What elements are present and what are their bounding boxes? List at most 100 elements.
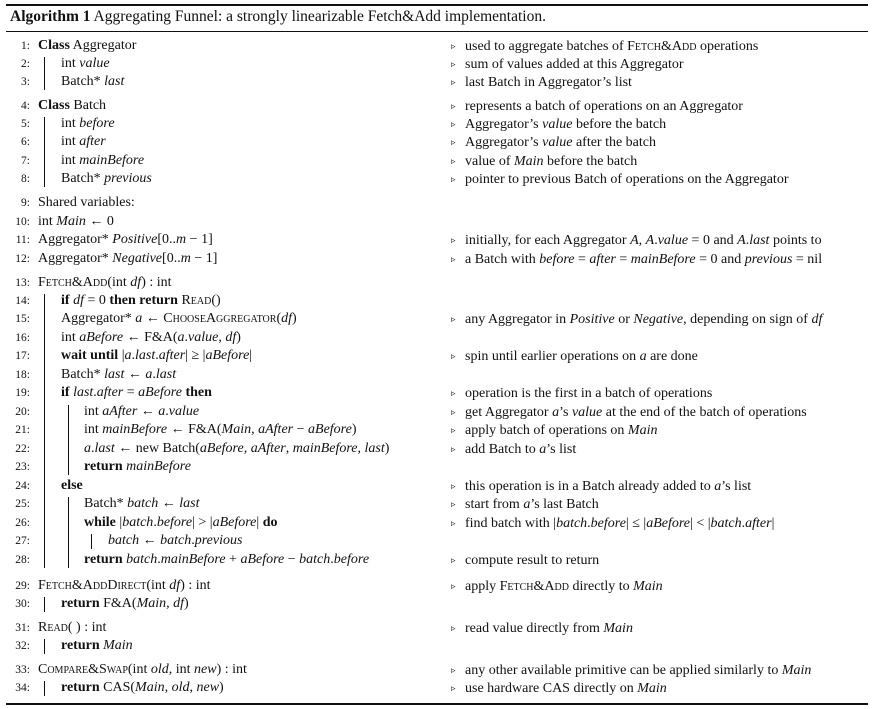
code-line: if last.after = aBefore then bbox=[61, 384, 212, 402]
code-token: mainBefore bbox=[126, 459, 191, 474]
code-token: = bbox=[123, 385, 139, 400]
line-number: 27: bbox=[15, 535, 30, 547]
code-token: . bbox=[153, 515, 157, 530]
code-line: Class Batch bbox=[38, 97, 106, 115]
code-token: get Aggregator bbox=[465, 405, 553, 420]
comment-triangle-icon: ▹ bbox=[451, 351, 456, 361]
code-token: after bbox=[79, 134, 106, 149]
code-token: batch bbox=[122, 515, 154, 530]
code-token: ← F&A( bbox=[167, 422, 222, 437]
comment-triangle-icon: ▹ bbox=[451, 444, 456, 454]
caption-rule bbox=[6, 31, 868, 32]
code-token: int bbox=[61, 134, 80, 149]
code-token: use hardware CAS directly on bbox=[465, 681, 638, 696]
bottom-rule bbox=[6, 703, 868, 705]
code-line: Fetch&Add(int df) : int bbox=[38, 274, 172, 292]
code-token: int bbox=[61, 56, 80, 71]
code-token: batch bbox=[556, 516, 588, 531]
code-token: df bbox=[73, 293, 84, 308]
indent-guide-line bbox=[68, 405, 69, 475]
code-line: Aggregator* a ← ChooseAggregator(df) bbox=[61, 310, 297, 328]
code-token: + bbox=[225, 552, 241, 567]
code-token: a bbox=[135, 311, 143, 326]
code-token: Main bbox=[136, 596, 167, 611]
code-token: ← bbox=[139, 533, 161, 548]
code-token: | bbox=[256, 515, 263, 530]
code-token: (int bbox=[107, 275, 131, 290]
indent-guide-line bbox=[44, 681, 45, 696]
line-number: 23: bbox=[15, 461, 30, 473]
code-token: () bbox=[211, 293, 221, 308]
code-token: Main bbox=[56, 214, 86, 229]
code-token: last bbox=[364, 441, 385, 456]
code-token: . bbox=[745, 233, 750, 248]
code-token: last Batch in Aggregator’s list bbox=[465, 75, 632, 90]
comment-triangle-icon: ▹ bbox=[451, 235, 456, 245]
line-comment: ▹Aggregator’s value after the batch bbox=[451, 133, 656, 152]
code-token: A bbox=[737, 233, 746, 248]
code-token: after bbox=[158, 348, 186, 363]
code-line: Compare&Swap(int old, int new) : int bbox=[38, 661, 247, 679]
code-token: ( ) : int bbox=[67, 620, 107, 635]
comment-triangle-icon: ▹ bbox=[451, 254, 456, 264]
code-token: , bbox=[357, 441, 365, 456]
line-number: 6: bbox=[21, 136, 30, 148]
code-token: df bbox=[225, 330, 237, 345]
code-token: A bbox=[645, 233, 655, 248]
code-token: a bbox=[177, 330, 185, 345]
code-token: | ≥ | bbox=[185, 348, 206, 363]
code-token: . bbox=[93, 385, 97, 400]
code-token: . bbox=[131, 348, 136, 363]
code-token: a Batch with bbox=[465, 252, 540, 267]
code-token: − 1] bbox=[186, 232, 213, 247]
line-number: 8: bbox=[21, 173, 30, 185]
code-token: Shared variables: bbox=[38, 195, 135, 210]
code-token: aBefore bbox=[205, 348, 250, 363]
code-token: = 0 bbox=[83, 293, 110, 308]
comment-triangle-icon: ▹ bbox=[451, 101, 456, 111]
line-comment: ▹this operation is in a Batch already ad… bbox=[451, 477, 751, 496]
algorithm-caption: Algorithm 1 Aggregating Funnel: a strong… bbox=[10, 8, 546, 26]
code-token: do bbox=[262, 515, 278, 530]
code-token: operation is the first in a batch of ope… bbox=[465, 386, 713, 401]
code-line: return Main bbox=[61, 637, 133, 655]
code-token: pointer to previous Batch of operations … bbox=[465, 172, 789, 187]
code-token: wait until bbox=[61, 348, 119, 363]
code-token: [0.. bbox=[162, 251, 181, 266]
code-token: batch bbox=[710, 516, 742, 531]
line-comment: ▹a Batch with before = after = mainBefor… bbox=[451, 250, 822, 269]
code-line: Batch* last ← a.last bbox=[61, 366, 176, 384]
code-token: ← bbox=[124, 367, 146, 382]
code-token: . bbox=[587, 516, 591, 531]
code-token: | bbox=[115, 515, 123, 530]
code-token: Main bbox=[637, 681, 667, 696]
line-comment: ▹apply batch of operations on Main bbox=[451, 421, 657, 440]
code-token: Aggregator bbox=[69, 38, 137, 53]
code-token: Batch* bbox=[61, 171, 105, 186]
code-token: ’s bbox=[559, 405, 572, 420]
code-token: ) : int bbox=[216, 662, 247, 677]
code-token: after bbox=[745, 516, 772, 531]
code-token: new bbox=[196, 680, 220, 695]
code-token: Main bbox=[103, 638, 133, 653]
code-token: df bbox=[281, 311, 292, 326]
code-token: Aggregator’s bbox=[465, 135, 543, 150]
code-token: previous bbox=[104, 171, 152, 186]
code-token: , bbox=[638, 233, 646, 248]
code-token: ← F&A( bbox=[123, 330, 178, 345]
code-token: mainBefore bbox=[630, 252, 696, 267]
code-token: | ≤ | bbox=[625, 516, 647, 531]
code-token: a bbox=[714, 479, 722, 494]
code-token: value bbox=[79, 56, 110, 71]
code-token: Main bbox=[627, 423, 658, 438]
code-token: Main bbox=[633, 579, 663, 594]
algorithm-label: Algorithm 1 bbox=[10, 8, 91, 25]
code-token: | bbox=[771, 516, 775, 531]
line-number: 33: bbox=[15, 664, 30, 676]
code-token: = bbox=[615, 252, 631, 267]
code-token: Batch bbox=[69, 98, 107, 113]
code-token: , int bbox=[168, 662, 195, 677]
code-token: else bbox=[61, 478, 83, 493]
code-token: Class bbox=[38, 98, 70, 113]
code-token: int bbox=[84, 422, 103, 437]
